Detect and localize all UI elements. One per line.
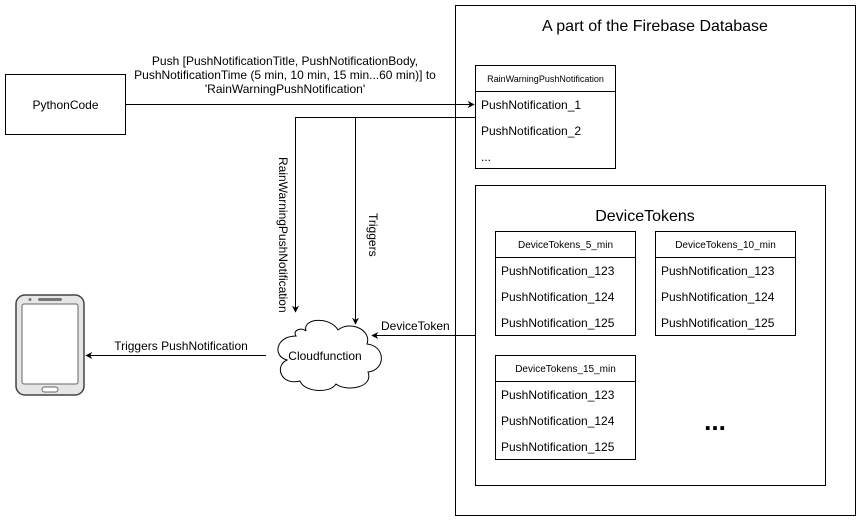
python-code-label: PythonCode: [32, 98, 98, 112]
device-token-label: DeviceToken: [381, 319, 450, 333]
device-tokens-10-min-table[interactable]: DeviceTokens_10_min PushNotification_123…: [655, 231, 796, 336]
table-row: PushNotification_124: [501, 290, 615, 304]
more-tables-ellipsis: ...: [704, 406, 726, 436]
push-label-line-3: 'RainWarningPushNotification': [205, 82, 365, 96]
table-row: PushNotification_123: [501, 264, 615, 278]
device-tokens-5-min-table[interactable]: DeviceTokens_5_min PushNotification_123 …: [495, 231, 636, 336]
cloud-shape: [277, 319, 382, 391]
table-row: PushNotification_125: [661, 316, 775, 330]
table-row: PushNotification_123: [661, 264, 775, 278]
table-row: PushNotification_123: [501, 388, 615, 402]
table-header: DeviceTokens_10_min: [675, 240, 776, 251]
table-row: PushNotification_124: [661, 290, 775, 304]
table-header: DeviceTokens_5_min: [518, 240, 613, 251]
smartphone-icon: [15, 294, 85, 396]
table-row: PushNotification_125: [501, 316, 615, 330]
rain-warning-vertical-label: RainWarningPushNotification: [276, 157, 290, 313]
device-tokens-15-min-table[interactable]: DeviceTokens_15_min PushNotification_123…: [495, 355, 636, 460]
firebase-title: A part of the Firebase Database: [542, 18, 768, 35]
rain-table-row: PushNotification_1: [481, 98, 581, 112]
push-label-line-2: PushNotificationTime (5 min, 10 min, 15 …: [134, 68, 436, 82]
cloudfunction-node[interactable]: Cloudfunction: [277, 319, 382, 391]
rain-table-row: ...: [481, 150, 491, 164]
rain-warning-arrow: [292, 117, 475, 313]
triggers-vertical-label: Triggers: [366, 213, 380, 257]
cloudfunction-label: Cloudfunction: [288, 349, 361, 363]
python-code-box[interactable]: PythonCode: [5, 74, 126, 135]
table-row: PushNotification_125: [501, 440, 615, 454]
push-edge-label: Push [PushNotificationTitle, PushNotific…: [134, 54, 436, 96]
triggers-push-label: Triggers PushNotification: [114, 339, 248, 353]
table-row: PushNotification_124: [501, 414, 615, 428]
rain-table-header: RainWarningPushNotification: [487, 74, 604, 84]
push-label-line-1: Push [PushNotificationTitle, PushNotific…: [152, 54, 418, 68]
table-header: DeviceTokens_15_min: [515, 364, 616, 375]
rain-table-row: PushNotification_2: [481, 124, 581, 138]
rain-warning-table[interactable]: RainWarningPushNotification PushNotifica…: [475, 65, 616, 169]
device-tokens-title: DeviceTokens: [595, 208, 695, 225]
